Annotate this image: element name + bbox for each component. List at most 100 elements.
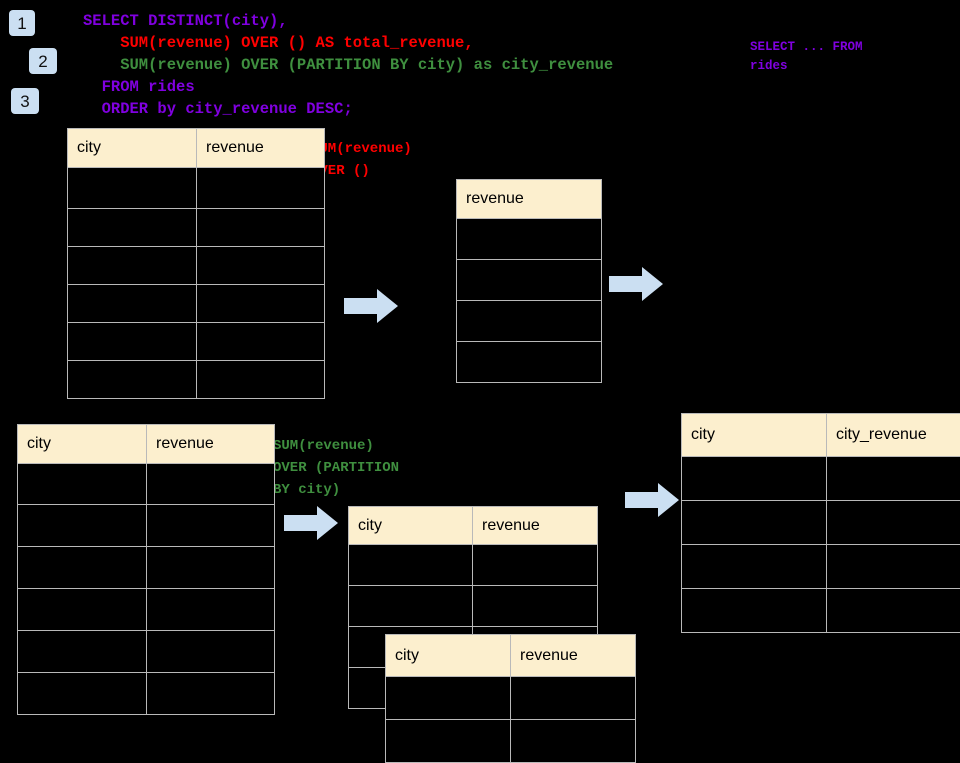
- step-badge-2: 2: [29, 48, 57, 74]
- arrow-partition-to-result: [625, 482, 679, 518]
- cell-revenue: [147, 505, 275, 547]
- cell-city: [682, 501, 827, 545]
- table-header-row: city revenue: [349, 507, 598, 545]
- arrow-rides-to-partition: [284, 505, 338, 541]
- cell-city: [349, 586, 473, 627]
- table-row: [386, 720, 636, 763]
- column-header-revenue: revenue: [147, 425, 275, 464]
- cell-revenue: [147, 631, 275, 673]
- cell-revenue: [473, 586, 598, 627]
- table-row: [68, 168, 325, 209]
- table-row: [18, 547, 275, 589]
- sql-line-select-distinct: SELECT DISTINCT(city),: [83, 12, 288, 30]
- cell-city: [68, 361, 197, 399]
- cell-revenue: [457, 260, 602, 301]
- annotation-sum-over-partition-line2: OVER (PARTITION: [273, 457, 399, 479]
- table-row: [18, 505, 275, 547]
- sql-line-sum-over-empty: SUM(revenue) OVER () AS total_revenue,: [83, 34, 474, 52]
- cell-city: [18, 673, 147, 715]
- table-row: [682, 501, 960, 545]
- cell-city-revenue: [827, 501, 960, 545]
- table-row: [457, 260, 602, 301]
- cell-revenue: [511, 677, 636, 720]
- cell-revenue: [147, 673, 275, 715]
- cell-city: [349, 545, 473, 586]
- cell-revenue: [473, 545, 598, 586]
- sql-line-from-rides: FROM rides: [83, 78, 195, 96]
- annotation-sum-over-partition-line3: BY city): [273, 479, 340, 501]
- table-row: [682, 589, 960, 633]
- table-row: [349, 586, 598, 627]
- final-result-table: city city_revenue: [681, 413, 960, 633]
- table-row: [457, 342, 602, 383]
- table-row: [457, 219, 602, 260]
- cell-city: [18, 547, 147, 589]
- table-row: [68, 285, 325, 323]
- table-header-row: city revenue: [386, 635, 636, 677]
- sql-side-note-line2: rides: [750, 57, 788, 76]
- step-badge-3: 3: [11, 88, 39, 114]
- sql-line-sum-over-partition: SUM(revenue) OVER (PARTITION BY city) as…: [83, 56, 613, 74]
- total-revenue-table: revenue: [456, 179, 602, 383]
- column-header-revenue: revenue: [473, 507, 598, 545]
- cell-city-revenue: [827, 589, 960, 633]
- arrow-rides-to-total: [344, 288, 398, 324]
- cell-city: [68, 285, 197, 323]
- table-row: [68, 209, 325, 247]
- cell-city: [18, 505, 147, 547]
- table-row: [682, 457, 960, 501]
- table-row: [18, 464, 275, 505]
- cell-revenue: [457, 219, 602, 260]
- cell-revenue: [147, 547, 275, 589]
- table-row: [18, 631, 275, 673]
- cell-revenue: [197, 323, 325, 361]
- table-row: [682, 545, 960, 589]
- column-header-city: city: [18, 425, 147, 464]
- cell-revenue: [197, 168, 325, 209]
- annotation-sum-over-empty-line1: SUM(revenue): [311, 138, 412, 160]
- column-header-city-revenue: city_revenue: [827, 414, 960, 457]
- table-row: [18, 589, 275, 631]
- cell-city: [386, 677, 511, 720]
- table-row: [349, 545, 598, 586]
- cell-revenue: [511, 720, 636, 763]
- table-header-row: revenue: [457, 180, 602, 219]
- cell-city: [68, 168, 197, 209]
- column-header-revenue: revenue: [457, 180, 602, 219]
- column-header-city: city: [349, 507, 473, 545]
- cell-city: [386, 720, 511, 763]
- cell-revenue: [197, 285, 325, 323]
- column-header-city: city: [386, 635, 511, 677]
- sql-side-note-line1: SELECT ... FROM: [750, 38, 863, 57]
- cell-city: [682, 589, 827, 633]
- cell-city: [682, 457, 827, 501]
- cell-revenue: [197, 247, 325, 285]
- step-badge-1: 1: [9, 10, 35, 36]
- table-header-row: city city_revenue: [682, 414, 960, 457]
- cell-city: [68, 323, 197, 361]
- column-header-city: city: [682, 414, 827, 457]
- rides-table-top: city revenue: [67, 128, 325, 399]
- cell-city: [68, 209, 197, 247]
- annotation-sum-over-partition-line1: SUM(revenue): [273, 435, 374, 457]
- cell-city: [18, 464, 147, 505]
- arrow-total-to-result: [609, 266, 663, 302]
- diagram-canvas: 1 2 3 SELECT DISTINCT(city), SUM(revenue…: [0, 0, 960, 720]
- table-row: [18, 673, 275, 715]
- column-header-revenue: revenue: [511, 635, 636, 677]
- table-header-row: city revenue: [68, 129, 325, 168]
- cell-city: [682, 545, 827, 589]
- table-row: [68, 247, 325, 285]
- table-header-row: city revenue: [18, 425, 275, 464]
- sql-line-order-by: ORDER by city_revenue DESC;: [83, 100, 353, 118]
- table-row: [68, 323, 325, 361]
- cell-revenue: [457, 342, 602, 383]
- table-row: [68, 361, 325, 399]
- cell-city-revenue: [827, 457, 960, 501]
- column-header-revenue: revenue: [197, 129, 325, 168]
- cell-revenue: [457, 301, 602, 342]
- table-row: [457, 301, 602, 342]
- partition-table-front: city revenue: [385, 634, 636, 763]
- cell-city-revenue: [827, 545, 960, 589]
- cell-city: [18, 631, 147, 673]
